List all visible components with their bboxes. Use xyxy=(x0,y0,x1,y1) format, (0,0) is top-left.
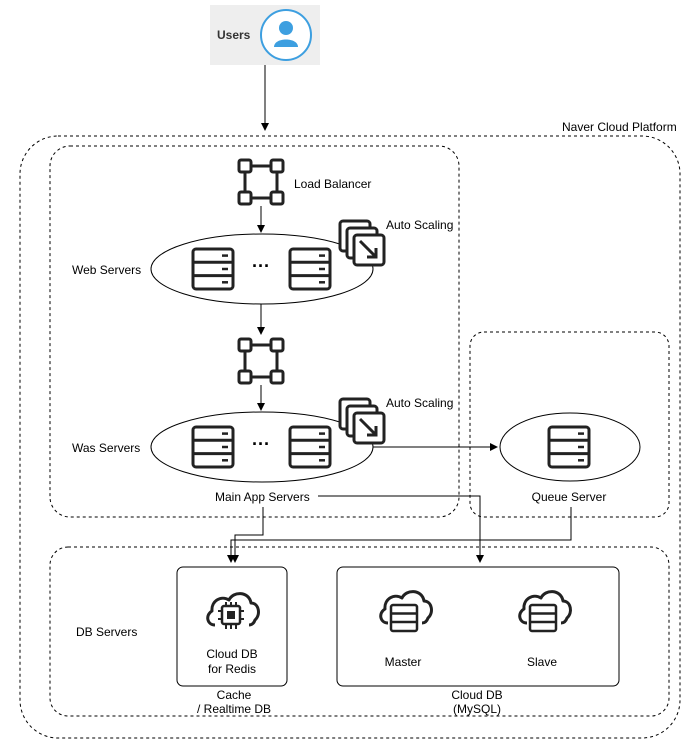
platform-label: Naver Cloud Platform xyxy=(562,120,677,134)
queue-server-icon xyxy=(547,425,591,469)
web-servers-dots: ··· xyxy=(252,256,270,276)
web-servers-label: Web Servers xyxy=(72,263,141,277)
cloud-chip-icon xyxy=(206,592,260,629)
internal-load-balancer-icon xyxy=(237,337,285,385)
main-app-label: Main App Servers xyxy=(215,490,310,504)
mysql-label-line1: Cloud DB xyxy=(451,688,502,702)
main-app-to-mysql-arrow xyxy=(318,495,484,563)
main-app-to-redis-arrow xyxy=(231,507,264,563)
redis-box xyxy=(176,566,288,687)
auto-scaling-icon-web xyxy=(338,219,386,267)
was-servers-label: Was Servers xyxy=(72,441,140,455)
web-server-icon-2 xyxy=(288,247,332,291)
master-cloud-db-icon xyxy=(379,590,433,633)
cache-label-line1: Cache xyxy=(217,688,252,702)
was-server-icon-2 xyxy=(288,425,332,469)
mysql-label-line2: (MySQL) xyxy=(453,702,501,716)
queue-container xyxy=(469,331,670,518)
db-servers-label: DB Servers xyxy=(76,625,137,639)
slave-label: Slave xyxy=(527,655,557,669)
web-server-icon-1 xyxy=(191,247,235,291)
user-icon xyxy=(260,9,312,61)
was-server-icon-1 xyxy=(191,425,235,469)
db-servers-container xyxy=(49,546,670,717)
main-app-container xyxy=(49,145,460,518)
master-label: Master xyxy=(385,655,422,669)
auto-scaling-label-web: Auto Scaling xyxy=(386,218,453,232)
cache-label-line2: / Realtime DB xyxy=(197,702,271,716)
platform-container xyxy=(19,135,681,739)
redis-label-line2: for Redis xyxy=(208,662,256,676)
web-servers-group xyxy=(150,233,374,305)
auto-scaling-label-was: Auto Scaling xyxy=(386,396,453,410)
users-label: Users xyxy=(217,28,251,42)
redis-label-line1: Cloud DB xyxy=(206,647,257,661)
auto-scaling-icon-was xyxy=(338,397,386,445)
was-servers-dots: ··· xyxy=(252,434,270,454)
load-balancer-icon xyxy=(237,158,285,206)
mysql-box xyxy=(336,566,620,687)
slave-cloud-db-icon xyxy=(518,590,572,633)
queue-to-redis-arrow xyxy=(227,507,572,563)
queue-server-group xyxy=(499,412,641,482)
queue-server-label: Queue Server xyxy=(532,490,607,504)
load-balancer-label: Load Balancer xyxy=(294,177,371,191)
